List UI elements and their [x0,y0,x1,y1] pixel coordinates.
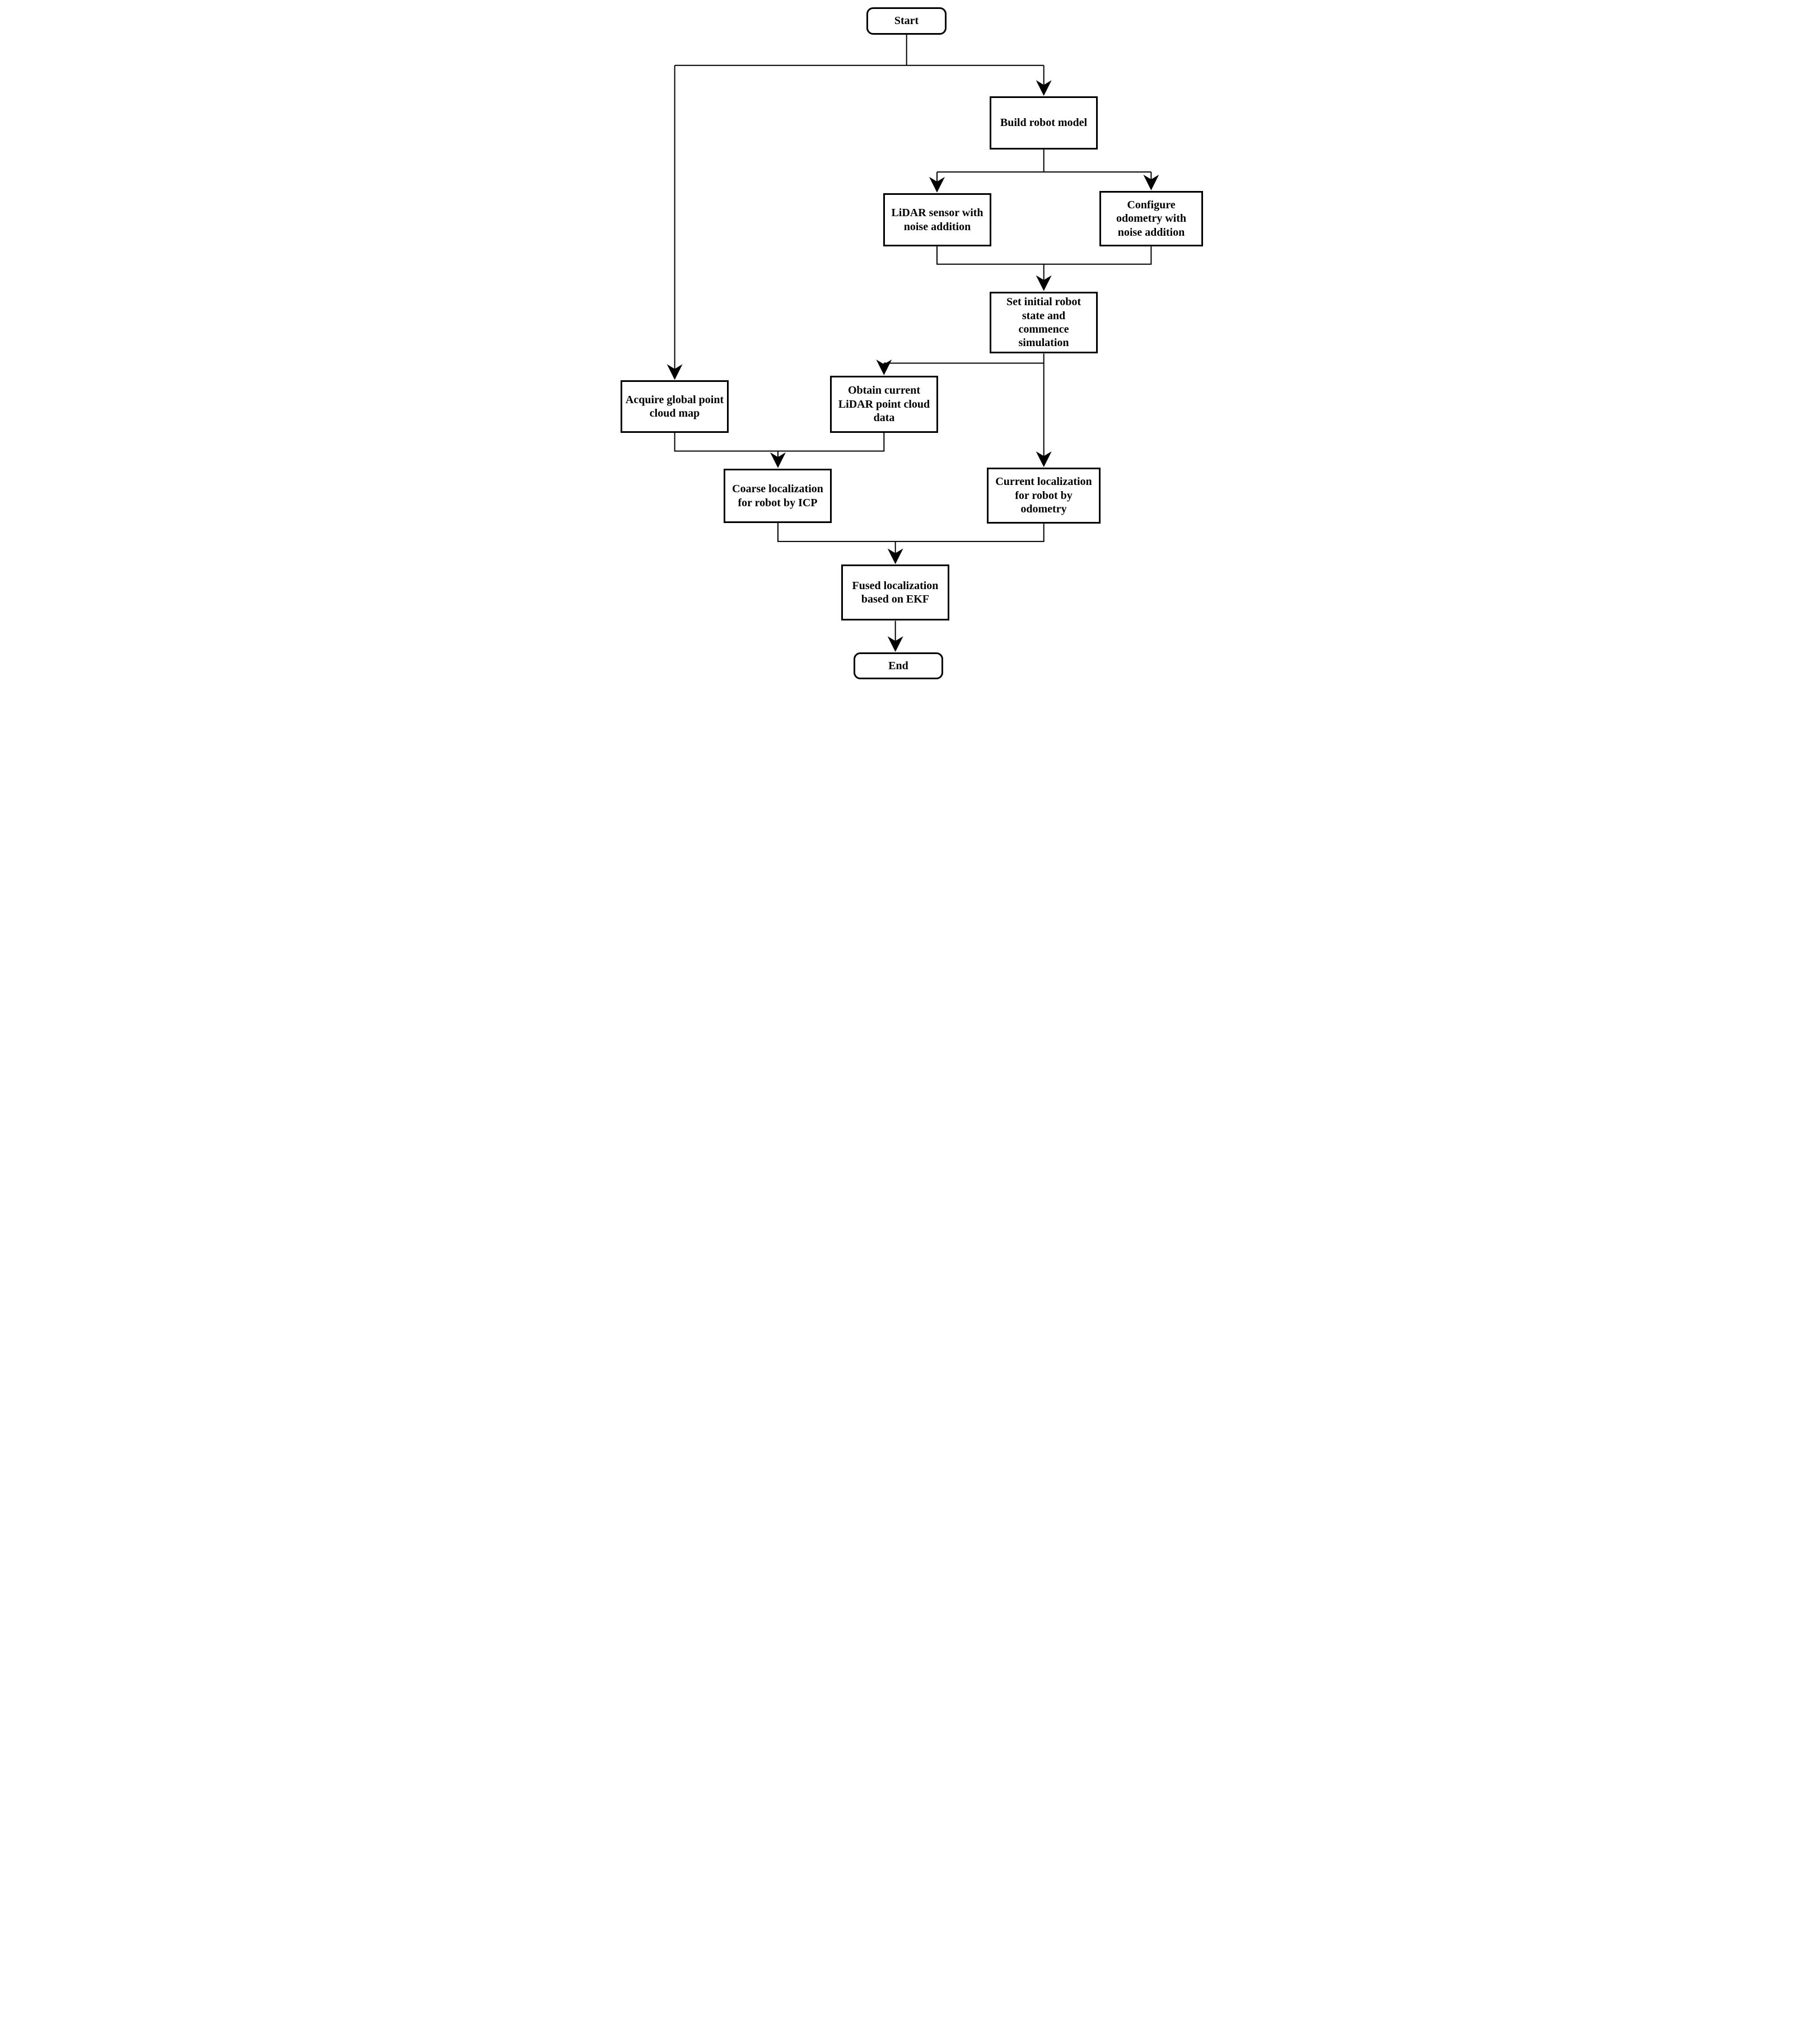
node-start-label: Start [894,15,919,27]
node-configure-odometry-noise-label: Configure odometry with noise addition [1116,198,1186,239]
node-build-robot-model: Build robot model [990,96,1098,150]
node-coarse-localization-icp: Coarse localization for robot by ICP [724,469,832,523]
node-configure-odometry-noise: Configure odometry with noise addition [1099,191,1203,246]
node-acquire-global-map-label: Acquire global point cloud map [625,393,724,419]
flowchart-connectors [666,35,1159,652]
node-end-label: End [888,659,908,672]
flowchart-canvas: Start Build robot model LiDAR sensor wit… [606,0,1212,682]
node-acquire-global-map: Acquire global point cloud map [621,380,729,433]
node-obtain-lidar-data-label: Obtain current LiDAR point cloud data [838,384,930,424]
node-current-localization-odometry-label: Current localization for robot by odomet… [995,475,1092,516]
node-set-initial-state: Set initial robot state and commence sim… [990,292,1098,353]
node-lidar-sensor-noise-label: LiDAR sensor with noise addition [891,207,983,233]
node-set-initial-state-label: Set initial robot state and commence sim… [1006,296,1081,349]
connector-acquire-obtain-merge-bar [674,432,885,452]
node-fused-localization-ekf-label: Fused localization based on EKF [852,579,939,605]
node-current-localization-odometry: Current localization for robot by odomet… [987,468,1101,524]
node-start: Start [866,7,947,35]
node-obtain-lidar-data: Obtain current LiDAR point cloud data [830,376,938,433]
node-end: End [854,652,943,679]
node-lidar-sensor-noise: LiDAR sensor with noise addition [883,193,991,246]
connector-coarse-current-merge-bar [777,522,1045,542]
node-build-robot-model-label: Build robot model [1000,116,1088,129]
node-fused-localization-ekf: Fused localization based on EKF [841,564,949,620]
connector-sensors-merge-bar [936,246,1152,265]
node-coarse-localization-icp-label: Coarse localization for robot by ICP [732,483,823,509]
